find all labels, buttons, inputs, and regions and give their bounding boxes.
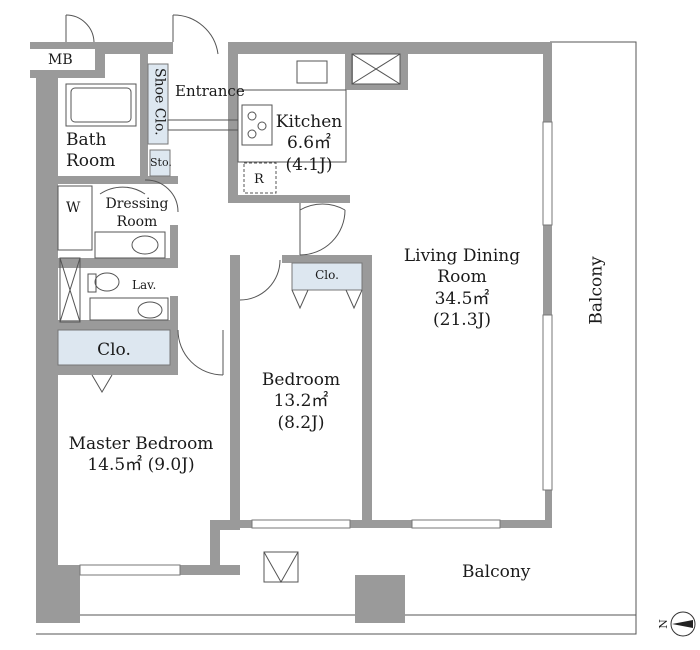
fixtures — [57, 53, 401, 584]
living-area: 34.5㎡ — [434, 288, 490, 309]
bedroom-label: Bedroom 13.2㎡ (8.2J) — [240, 370, 362, 434]
shoe-closet-label: Shoe Clo. — [151, 68, 168, 136]
lavatory-label: Lav. — [132, 278, 157, 292]
dressing-label: Dressing Room — [100, 196, 174, 231]
windows — [79, 121, 553, 576]
closet-master-label: Clo. — [97, 340, 131, 360]
bath-line2: Room — [66, 151, 116, 172]
living-line2: Room — [437, 267, 487, 288]
bath-line1: Bath — [66, 130, 107, 150]
kitchen-area: 6.6㎡ — [286, 133, 332, 154]
balcony-south-label: Balcony — [462, 562, 531, 582]
compass — [670, 611, 696, 637]
refrigerator-label: R — [254, 172, 264, 187]
dressing-line1: Dressing — [105, 196, 169, 212]
doors — [65, 14, 363, 393]
master-area: 14.5㎡ (9.0J) — [87, 455, 195, 476]
kitchen-jo: (4.1J) — [285, 154, 333, 175]
storage-label: Sto. — [150, 156, 172, 169]
dressing-line2: Room — [116, 213, 158, 230]
balcony-outline — [36, 41, 637, 635]
entrance-label: Entrance — [175, 82, 245, 100]
washer-label: W — [66, 200, 81, 216]
kitchen-name: Kitchen — [275, 112, 343, 132]
living-jo: (21.3J) — [433, 309, 491, 330]
closets — [57, 63, 363, 366]
master-name: Master Bedroom — [68, 434, 214, 454]
living-dining-label: Living Dining Room 34.5㎡ (21.3J) — [392, 246, 532, 331]
living-line1: Living Dining — [403, 246, 521, 266]
walls — [30, 42, 552, 623]
master-bedroom-label: Master Bedroom 14.5㎡ (9.0J) — [58, 434, 224, 477]
bath-label: Bath Room — [66, 130, 115, 173]
compass-label: N — [656, 619, 670, 629]
kitchen-label: Kitchen 6.6㎡ (4.1J) — [264, 112, 354, 176]
bedroom-name: Bedroom — [261, 370, 341, 390]
closet-bedroom-label: Clo. — [315, 268, 339, 282]
balcony-east-label: Balcony — [586, 256, 607, 325]
bedroom-jo: (8.2J) — [277, 412, 325, 433]
mb-label: MB — [48, 52, 73, 68]
bedroom-area: 13.2㎡ — [273, 391, 329, 412]
